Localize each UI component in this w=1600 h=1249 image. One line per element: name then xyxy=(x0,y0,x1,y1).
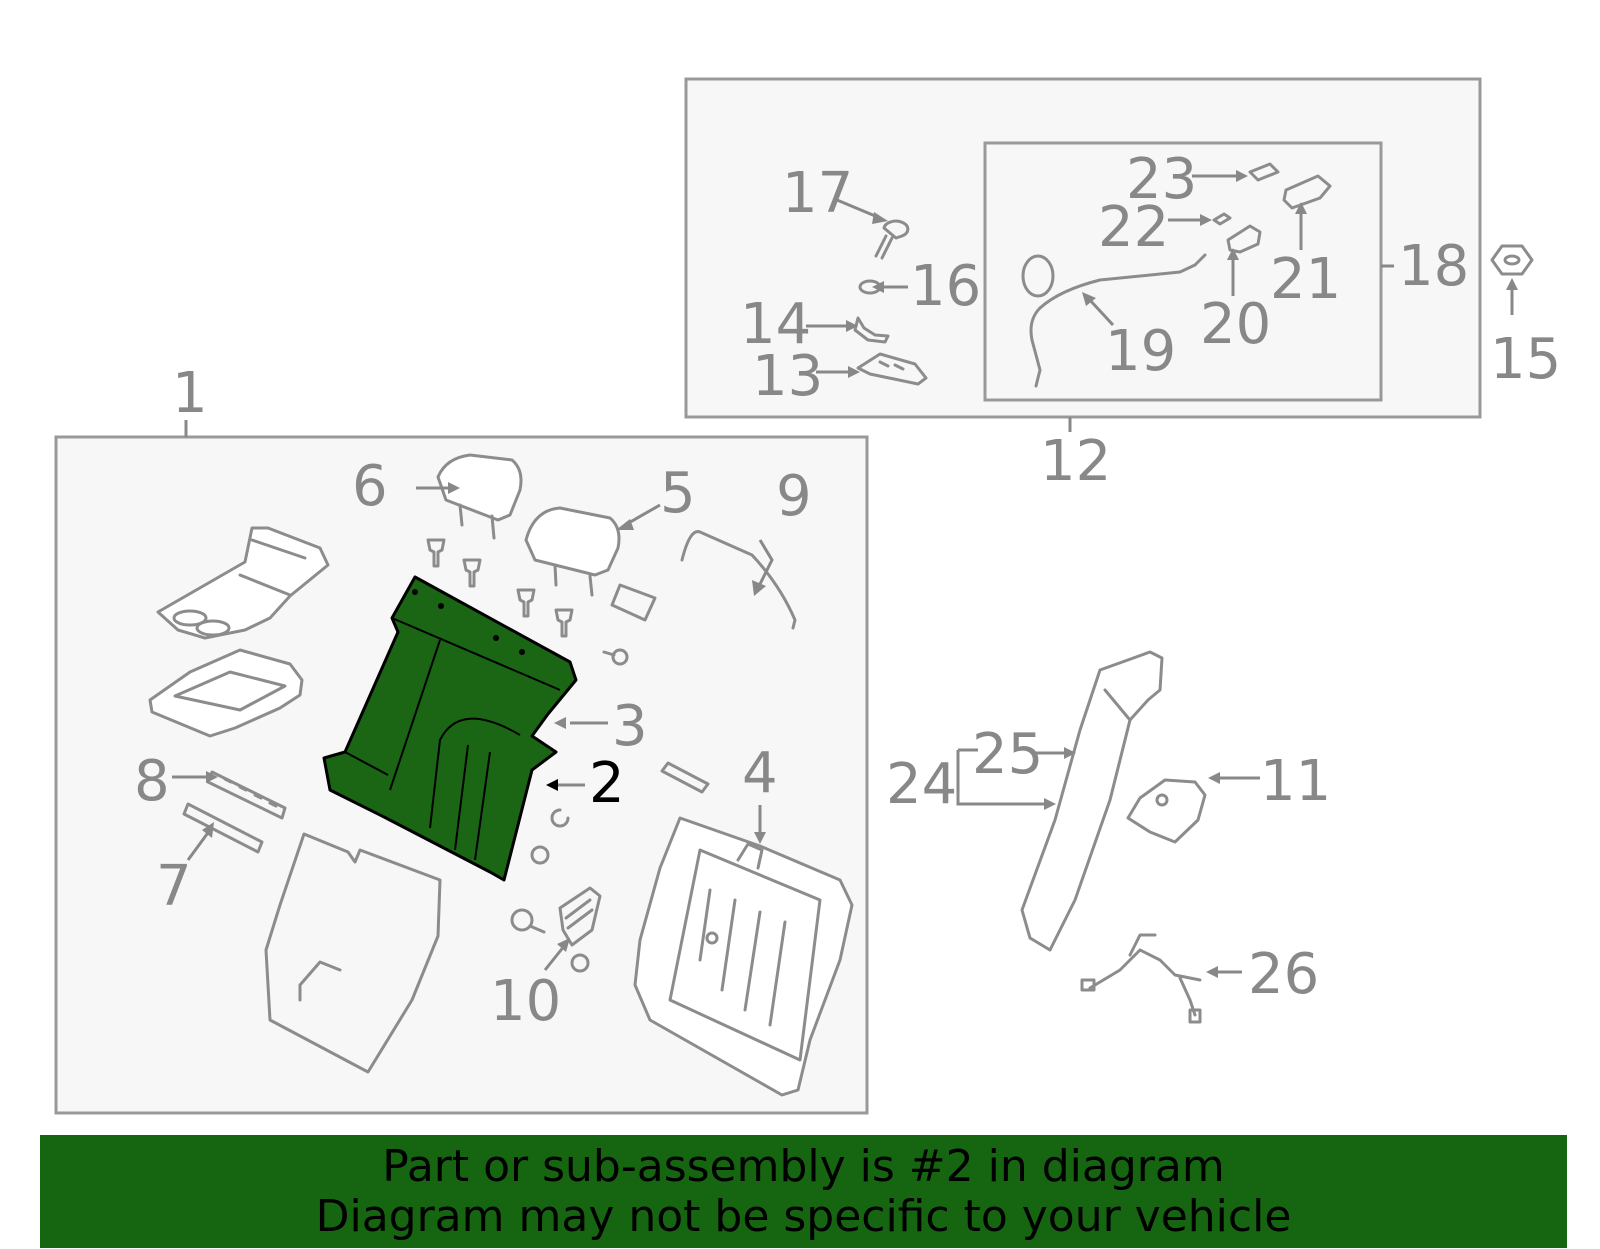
callout-16: 16 xyxy=(910,254,981,319)
bolts xyxy=(510,808,590,973)
cap-part-23[interactable] xyxy=(1248,162,1280,182)
callout-8: 8 xyxy=(134,749,170,814)
hardware-part-10[interactable] xyxy=(558,886,602,947)
small-plate xyxy=(610,583,657,622)
callout-13: 13 xyxy=(752,344,823,409)
callout-19: 19 xyxy=(1105,319,1176,384)
armrest-cupholder xyxy=(156,526,330,640)
cable-part-19[interactable] xyxy=(1021,253,1207,388)
strip-part-7[interactable] xyxy=(182,802,264,854)
banner-line-2: Diagram may not be specific to your vehi… xyxy=(315,1190,1292,1242)
callout-6: 6 xyxy=(352,454,388,519)
callout-5: 5 xyxy=(660,461,696,526)
callout-3: 3 xyxy=(612,694,648,759)
callout-7: 7 xyxy=(156,854,192,919)
callout-17: 17 xyxy=(782,161,853,226)
rod-part-9[interactable] xyxy=(680,530,797,630)
callout-1: 1 xyxy=(172,361,208,426)
screw-part-17[interactable] xyxy=(874,219,910,260)
callout-18: 18 xyxy=(1398,234,1469,299)
seat-frame-part-4[interactable] xyxy=(633,816,854,1097)
callout-14: 14 xyxy=(740,292,811,357)
callout-20: 20 xyxy=(1200,292,1271,357)
cap-part-22[interactable] xyxy=(1212,212,1232,226)
leader-lines xyxy=(172,170,1518,978)
callout-21: 21 xyxy=(1270,247,1341,312)
callout-23: 23 xyxy=(1126,147,1197,212)
callout-22: 22 xyxy=(1098,195,1169,260)
callout-4: 4 xyxy=(742,741,778,806)
callout-24: 24 xyxy=(886,752,957,817)
callout-10: 10 xyxy=(490,969,561,1034)
armrest-pad xyxy=(148,648,304,738)
callout-26: 26 xyxy=(1248,942,1319,1007)
headrest-part-6[interactable] xyxy=(436,453,523,540)
info-banner: Part or sub-assembly is #2 in diagram Di… xyxy=(40,1135,1567,1248)
clip-part-20[interactable] xyxy=(1226,224,1262,254)
callout-2[interactable]: 2 xyxy=(589,751,625,816)
callout-12: 12 xyxy=(1040,429,1111,494)
nut-part-15[interactable] xyxy=(1490,244,1534,276)
side-trim-part-25[interactable] xyxy=(1020,650,1164,952)
callout-15: 15 xyxy=(1490,327,1561,392)
clip xyxy=(660,761,710,794)
banner-line-1: Part or sub-assembly is #2 in diagram xyxy=(382,1140,1225,1192)
seat-back-cushion-part-2[interactable] xyxy=(322,575,578,882)
clip-part-21[interactable] xyxy=(1282,174,1332,210)
back-board xyxy=(264,832,442,1074)
screw xyxy=(602,648,629,666)
headrest-part-5[interactable] xyxy=(524,506,621,597)
clip-part-14[interactable] xyxy=(853,316,890,344)
bracket-part-11[interactable] xyxy=(1126,778,1207,844)
callout-9: 9 xyxy=(776,464,812,529)
headrest-guides xyxy=(426,538,574,638)
callout-11: 11 xyxy=(1260,749,1331,814)
wiring-part-26[interactable] xyxy=(1080,933,1202,1024)
bracket-part-13[interactable] xyxy=(856,352,928,386)
callout-25: 25 xyxy=(972,722,1043,787)
